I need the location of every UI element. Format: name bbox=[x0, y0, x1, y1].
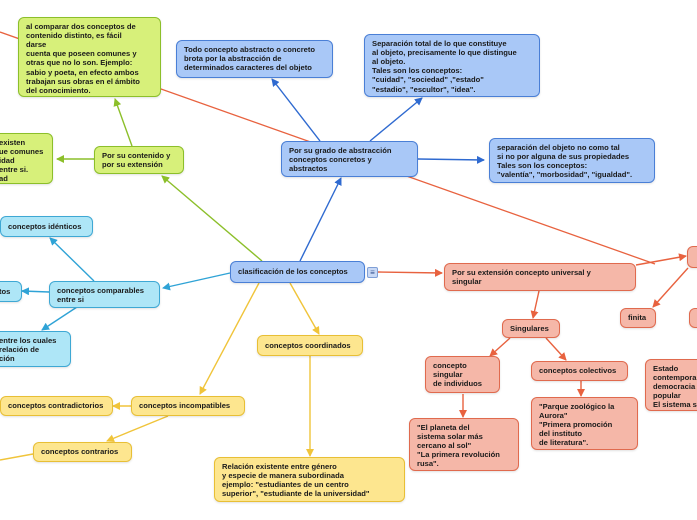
node-identicos[interactable]: conceptos idénticos bbox=[0, 216, 93, 237]
node-abstraccion[interactable]: Por su grado de abstracción conceptos co… bbox=[281, 141, 418, 177]
edge-comparables-identicos bbox=[49, 237, 95, 282]
edge-contrarios-offpage bbox=[0, 453, 34, 461]
node-contradictorios[interactable]: conceptos contradictorios bbox=[0, 396, 113, 416]
node-relacion-genero[interactable]: Relación existente entre género y especi… bbox=[214, 457, 405, 502]
node-separacion-objeto[interactable]: separación del objeto no como tal si no … bbox=[489, 138, 655, 183]
edge-comparables-tos bbox=[21, 287, 50, 296]
edge-central-extension bbox=[377, 268, 443, 277]
node-separacion-total[interactable]: Separación total de lo que constituye al… bbox=[364, 34, 540, 97]
edge-central-abstraccion bbox=[299, 177, 342, 262]
node-contrarios[interactable]: conceptos contrarios bbox=[33, 442, 132, 462]
edge-singulares-colectivos bbox=[545, 337, 567, 361]
edge-central-incompatibles bbox=[199, 282, 260, 395]
node-parque[interactable]: "Parque zoológico la Aurora" "Primera pr… bbox=[531, 397, 638, 450]
central-topic[interactable]: clasificación de los conceptos bbox=[230, 261, 365, 283]
edge-contenido-comparar bbox=[113, 98, 133, 147]
node-finita[interactable]: finita bbox=[620, 308, 656, 328]
edge-abstraccion-separacion-total bbox=[369, 97, 423, 142]
node-tos[interactable]: tos bbox=[0, 281, 22, 302]
edge-extension-right bbox=[635, 253, 687, 266]
edge-incompatibles-contrarios bbox=[106, 415, 169, 443]
edge-abstraccion-concreto bbox=[271, 78, 321, 142]
edge-singulares-singular bbox=[489, 337, 511, 357]
node-colectivos[interactable]: conceptos colectivos bbox=[531, 361, 628, 381]
node-entre-cuales[interactable]: entre los cuales relación de ción bbox=[0, 331, 71, 367]
node-incompatibles[interactable]: conceptos incompatibles bbox=[131, 396, 245, 416]
node-right-edge-1[interactable] bbox=[687, 246, 697, 268]
node-comparar[interactable]: al comparar dos conceptos de contenido d… bbox=[18, 17, 161, 97]
edge-abstraccion-separacion-objeto bbox=[417, 155, 485, 164]
edge-right-finita bbox=[652, 267, 689, 308]
node-estado[interactable]: Estado contempora democracia popular El … bbox=[645, 359, 697, 411]
edge-comparables-entre bbox=[41, 306, 78, 331]
node-coordinados[interactable]: conceptos coordinados bbox=[257, 335, 363, 356]
node-extension[interactable]: Por su extensión concepto universal y si… bbox=[444, 263, 636, 291]
node-contenido[interactable]: Por su contenido y por su extensión bbox=[94, 146, 184, 174]
edge-central-contenido bbox=[161, 175, 263, 262]
node-singulares[interactable]: Singulares bbox=[502, 319, 560, 338]
node-existen[interactable]: existen ue comunes idad entre si. ad bbox=[0, 133, 53, 184]
node-concreto[interactable]: Todo concepto abstracto o concreto brota… bbox=[176, 40, 333, 78]
menu-icon[interactable]: ≡ bbox=[367, 267, 378, 278]
edge-central-comparables bbox=[162, 272, 231, 291]
edge-central-coordinados bbox=[289, 282, 320, 335]
node-right-edge-2[interactable] bbox=[689, 308, 697, 328]
node-planeta[interactable]: "El planeta del sistema solar más cercan… bbox=[409, 418, 519, 471]
node-singular[interactable]: concepto singular de individuos bbox=[425, 356, 500, 393]
edge-extension-singulares bbox=[530, 290, 540, 319]
node-comparables[interactable]: conceptos comparables entre si bbox=[49, 281, 160, 308]
